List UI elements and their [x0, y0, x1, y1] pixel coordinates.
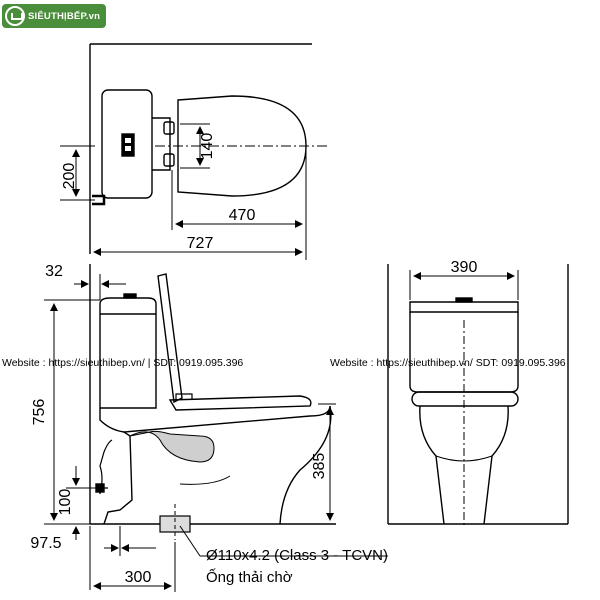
top-view — [60, 43, 330, 260]
dim-32: 32 — [45, 263, 63, 280]
side-seat — [168, 395, 312, 411]
front-bowl — [419, 405, 509, 525]
side-lid — [157, 273, 183, 404]
dim-300: 300 — [125, 569, 152, 586]
watermark-right: Website : https://sieuthibep.vn/ SDT: 09… — [330, 357, 566, 369]
dim-100: 100 — [57, 489, 74, 516]
dim-470: 470 — [229, 207, 256, 224]
dim-140: 140 — [199, 133, 216, 160]
hinge-outline — [152, 117, 171, 171]
front-view — [387, 264, 569, 528]
watermark-left: Website : https://sieuthibep.vn/ | SDT: … — [2, 357, 243, 369]
front-seat — [411, 391, 519, 407]
side-bowl — [99, 405, 332, 525]
side-view — [44, 264, 388, 592]
pipe-spec: Ø110x4.2 (Class 3 - TCVN) — [206, 547, 388, 564]
dim-200: 200 — [61, 163, 78, 190]
dim-727: 727 — [187, 235, 214, 252]
site-logo[interactable]: SIÊUTHỊBẾP.vn — [2, 4, 106, 28]
dim-385: 385 — [311, 453, 328, 480]
dim-390: 390 — [451, 259, 478, 276]
dim-97-5: 97.5 — [30, 535, 61, 552]
tank-outline — [101, 89, 153, 199]
logo-text: SIÊUTHỊBẾP.vn — [28, 10, 101, 22]
chef-hat-icon — [5, 6, 25, 26]
front-tank-lid — [409, 301, 519, 313]
side-tank — [99, 297, 157, 409]
pipe-label: Ống thải chờ — [206, 568, 293, 586]
dim-756: 756 — [31, 399, 48, 426]
flush-button — [121, 133, 135, 157]
